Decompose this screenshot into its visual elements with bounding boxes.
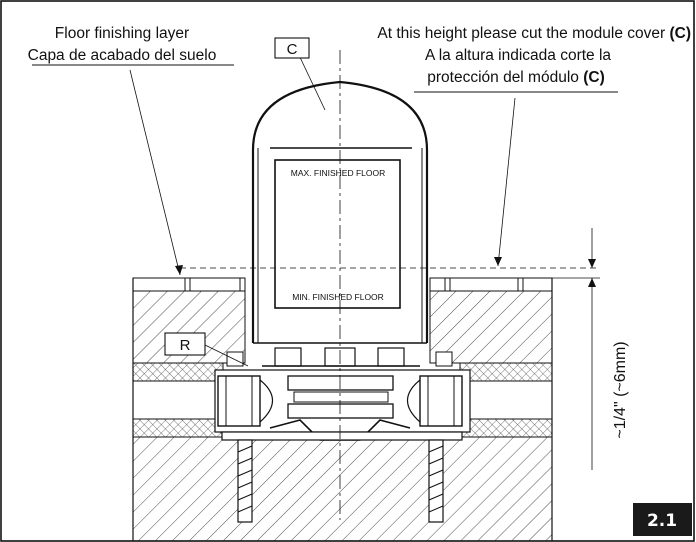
cut-height-leader xyxy=(497,97,516,267)
max-finished-floor-label: MAX. FINISHED FLOOR xyxy=(291,168,385,178)
figure-number-badge xyxy=(633,503,692,536)
anchor-bolts xyxy=(237,439,444,523)
valve-assembly xyxy=(214,347,471,441)
callout-c-label: C xyxy=(287,41,298,58)
callout-c-box xyxy=(274,37,310,59)
cut-instruction-es-1: A la altura indicada corte la xyxy=(425,47,611,64)
figure-number: 2.1 xyxy=(647,511,677,531)
floor-layer-label-en: Floor finishing layer xyxy=(55,25,189,42)
dimension-marker xyxy=(588,228,596,470)
min-finished-floor-label: MIN. FINISHED FLOOR xyxy=(292,292,384,302)
r-callout-leader xyxy=(204,344,249,367)
dimension-label: ~1/4" (~6mm) xyxy=(612,341,629,438)
floor-layer-leader xyxy=(129,69,181,276)
callout-r-box xyxy=(164,332,206,356)
c-callout-leader xyxy=(297,52,326,111)
floor-section xyxy=(132,277,553,542)
cut-instruction-es-2: protección del módulo (C) xyxy=(427,69,605,86)
cut-instruction-en: At this height please cut the module cov… xyxy=(377,25,691,42)
floor-layer-label-es: Capa de acabado del suelo xyxy=(28,47,217,64)
callout-r-label: R xyxy=(180,337,191,354)
